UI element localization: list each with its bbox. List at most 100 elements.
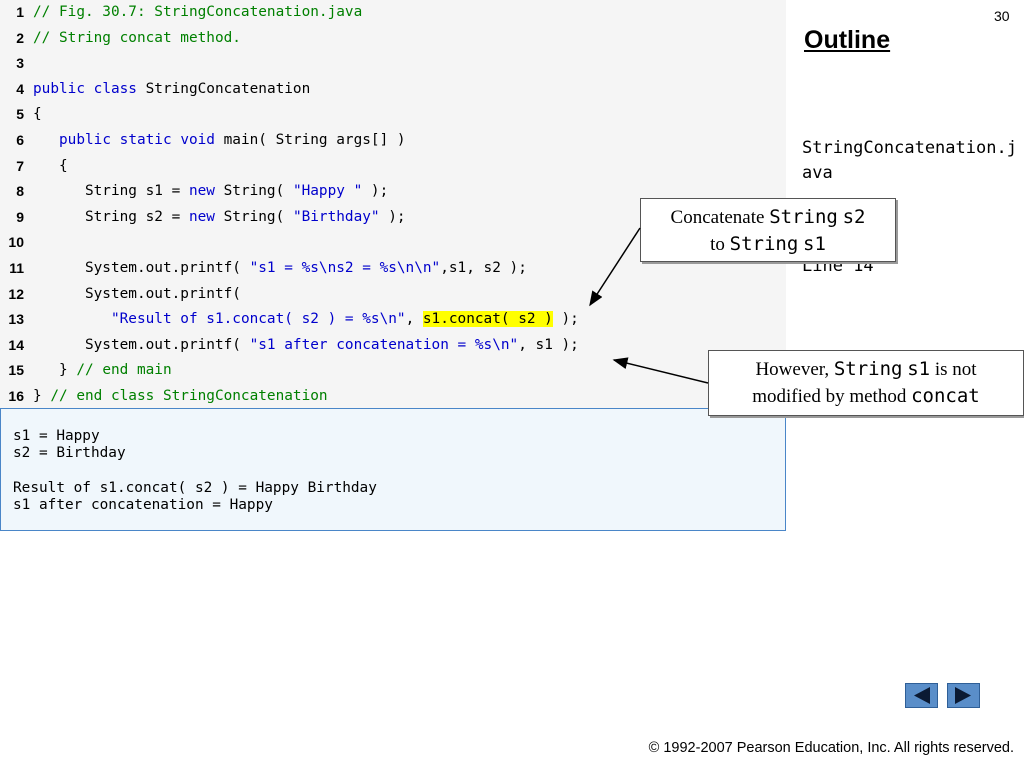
- code-token-plain: ,: [405, 311, 423, 328]
- copyright-notice: © 1992-2007 Pearson Education, Inc. All …: [648, 740, 1014, 756]
- outline-file-name: StringConcatenation.java: [802, 138, 1017, 183]
- line-number: 4: [16, 80, 24, 97]
- line-number: 11: [9, 260, 24, 276]
- line-number: 15: [8, 362, 24, 379]
- code-token-plain: String s1 =: [33, 183, 189, 200]
- code-token-comment: // Fig. 30.7: StringConcatenation.java: [33, 4, 363, 20]
- code-token-plain: [172, 132, 181, 148]
- code-line: 7 {: [0, 154, 67, 179]
- code-text: } // end class StringConcatenation: [33, 384, 328, 409]
- code-text: public static void main( String args[] ): [33, 128, 406, 153]
- code-token-string: "s1 = %s\ns2 = %s\n\n": [249, 260, 441, 276]
- code-line: 10: [0, 230, 24, 255]
- code-token-plain: [85, 81, 94, 97]
- callout-not-modified-var1: s1: [907, 358, 931, 380]
- code-text: {: [33, 102, 42, 127]
- callout-concatenate: Concatenate String s2 to String s1: [640, 198, 896, 262]
- code-token-plain: );: [552, 311, 579, 328]
- code-line: 1 // Fig. 30.7: StringConcatenation.java: [0, 0, 362, 25]
- code-token-keyword: new: [188, 208, 215, 225]
- code-line: 8 String s1 = new String( "Happy " );: [0, 179, 388, 204]
- code-token-comment: // String concat method.: [33, 29, 241, 46]
- code-token-plain: System.out.printf(: [33, 260, 250, 276]
- line-number: 10: [8, 234, 24, 251]
- code-token-plain: String(: [214, 208, 293, 225]
- code-token-string: "s1 after concatenation = %s\n": [249, 336, 519, 353]
- outline-title[interactable]: Outline: [804, 26, 891, 54]
- code-text: "Result of s1.concat( s2 ) = %s\n", s1.c…: [33, 307, 579, 332]
- code-line: 5{: [0, 102, 41, 127]
- code-line: 16} // end class StringConcatenation: [0, 384, 327, 409]
- code-token-plain: [33, 132, 59, 148]
- code-token-plain: [111, 132, 120, 148]
- line-number: 3: [16, 55, 24, 72]
- code-token-plain: StringConcatenation: [136, 80, 311, 97]
- code-line: 12 System.out.printf(: [0, 282, 241, 307]
- output-line: s2 = Birthday: [13, 445, 126, 462]
- callout-concatenate-var1: s2: [842, 206, 866, 228]
- code-text: // Fig. 30.7: StringConcatenation.java: [33, 0, 362, 25]
- code-token-comment: // end class StringConcatenation: [50, 388, 328, 404]
- line-number: 6: [16, 132, 24, 148]
- line-number: 8: [16, 183, 24, 200]
- triangle-right-icon: [955, 687, 971, 704]
- code-line: 9 String s2 = new String( "Birthday" );: [0, 205, 405, 230]
- code-text: {: [33, 154, 68, 179]
- line-number: 5: [16, 106, 24, 123]
- callout-concatenate-type1: String: [769, 206, 838, 228]
- line-number: 7: [16, 157, 24, 174]
- output-line: s1 after concatenation = Happy: [13, 497, 273, 514]
- code-token-keyword: void: [180, 132, 215, 148]
- callout-not-modified: However, String s1 is not modified by me…: [708, 350, 1024, 416]
- line-number: 2: [16, 29, 24, 46]
- code-text: String s1 = new String( "Happy " );: [33, 179, 388, 204]
- code-line: 2 // String concat method.: [0, 26, 241, 51]
- code-token-string: "Happy ": [292, 183, 363, 200]
- callout-concatenate-middle: to: [710, 234, 730, 255]
- code-token-plain: }: [33, 388, 51, 404]
- code-line: 3: [0, 51, 24, 76]
- code-token-comment: // end main: [76, 362, 172, 379]
- code-text: // String concat method.: [33, 26, 241, 51]
- slide-number: 30: [994, 8, 1010, 24]
- line-number: 12: [8, 285, 24, 302]
- callout-not-modified-method: concat: [911, 385, 980, 407]
- line-number: 16: [8, 388, 24, 404]
- code-text: public class StringConcatenation: [33, 77, 310, 102]
- previous-slide-button[interactable]: [905, 683, 938, 708]
- code-token-plain: }: [33, 362, 77, 379]
- code-token-keyword: public: [33, 80, 85, 97]
- code-line: 4 public class StringConcatenation: [0, 77, 310, 102]
- code-text: String s2 = new String( "Birthday" );: [33, 205, 406, 230]
- code-token-hl: s1.concat( s2 ): [422, 311, 553, 328]
- code-line: 13 "Result of s1.concat( s2 ) = %s\n", s…: [0, 307, 579, 332]
- callout-concatenate-type2: String: [729, 233, 799, 255]
- callout-not-modified-line2: modified by method: [752, 386, 912, 407]
- code-token-plain: );: [379, 208, 406, 225]
- callout-not-modified-suffix: is not: [930, 359, 977, 380]
- callout-not-modified-type1: String: [833, 358, 903, 380]
- callout-not-modified-prefix: However,: [755, 359, 834, 380]
- code-line: 15 } // end main: [0, 358, 171, 383]
- code-token-keyword: public: [59, 132, 111, 148]
- code-token-plain: String(: [214, 183, 293, 200]
- next-slide-button[interactable]: [947, 683, 980, 708]
- code-token-plain: System.out.printf(: [33, 285, 241, 302]
- line-number: 1: [16, 4, 24, 20]
- code-token-string: "Result of s1.concat( s2 ) = %s\n": [110, 311, 406, 328]
- line-number: 13: [8, 311, 24, 328]
- callout-concatenate-prefix: Concatenate: [670, 207, 770, 228]
- code-token-plain: {: [33, 106, 42, 123]
- code-token-keyword: new: [188, 183, 215, 200]
- code-text: System.out.printf( "s1 = %s\ns2 = %s\n\n…: [33, 256, 527, 281]
- code-line: 14 System.out.printf( "s1 after concaten…: [0, 333, 578, 358]
- code-token-plain: {: [33, 157, 68, 174]
- code-line: 6 public static void main( String args[]…: [0, 128, 405, 153]
- code-token-plain: main( String args[] ): [214, 132, 406, 148]
- output-line: s1 = Happy: [13, 428, 100, 444]
- code-token-plain: String s2 =: [33, 208, 189, 225]
- code-line: 11 System.out.printf( "s1 = %s\ns2 = %s\…: [0, 256, 527, 281]
- code-token-plain: , s1 );: [518, 336, 579, 353]
- line-number: 9: [16, 208, 24, 225]
- code-token-plain: System.out.printf(: [33, 336, 250, 353]
